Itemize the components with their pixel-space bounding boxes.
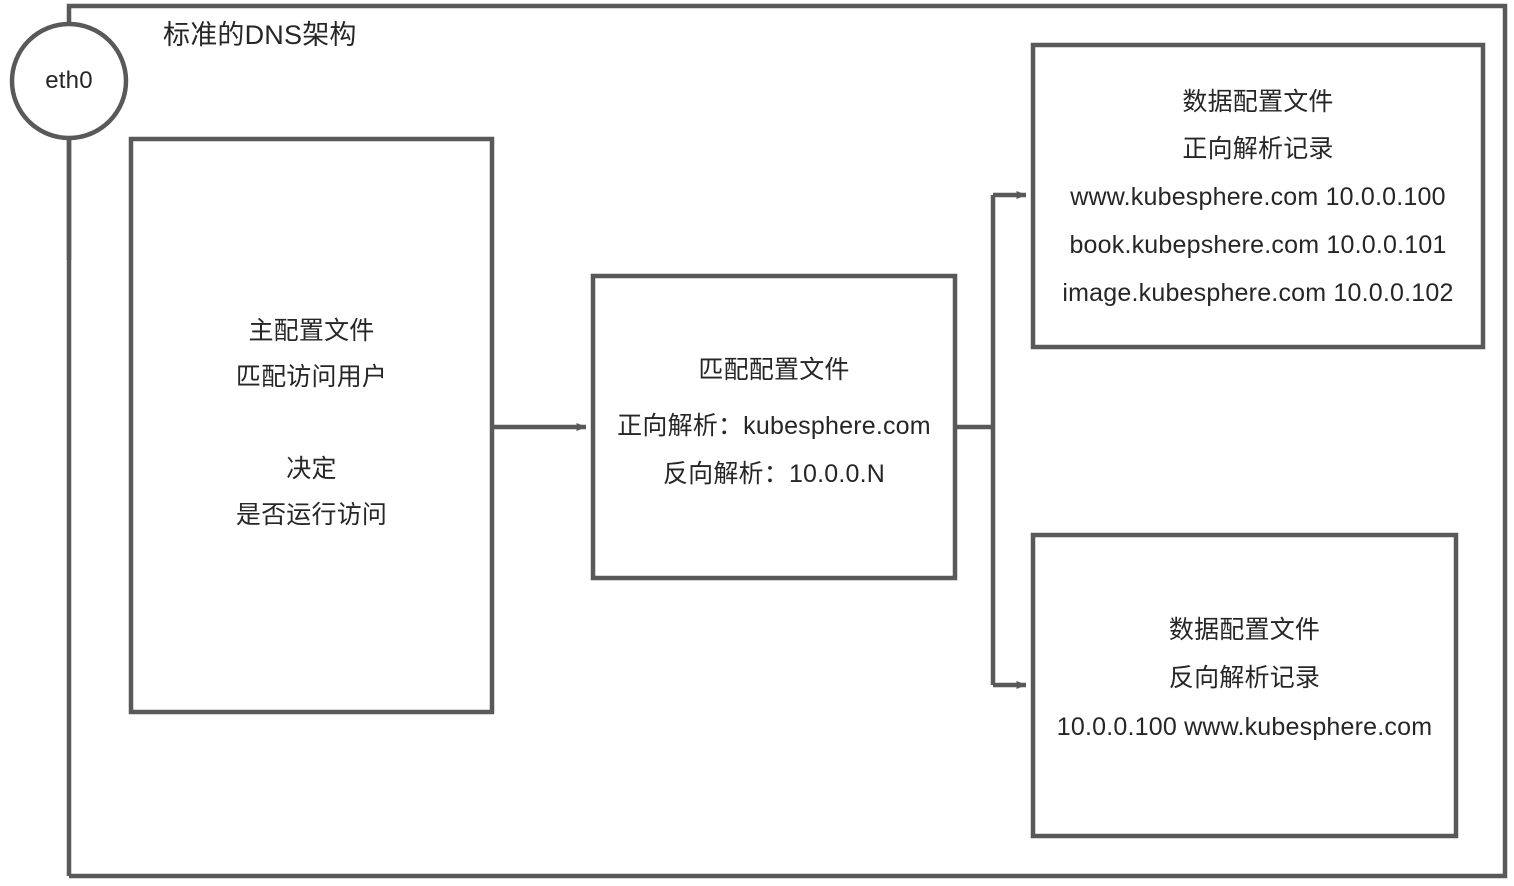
forward-zone-box: 数据配置文件 正向解析记录 www.kubesphere.com 10.0.0.…: [1033, 45, 1483, 347]
forward-zone-record-3: image.kubesphere.com 10.0.0.102: [1062, 279, 1454, 307]
reverse-zone-line-1: 数据配置文件: [1168, 616, 1321, 644]
eth0-node-label: eth0: [45, 67, 93, 94]
reverse-zone-box: 数据配置文件 反向解析记录 10.0.0.100 www.kubesphere.…: [1033, 535, 1456, 836]
match-config-line-1: 匹配配置文件: [698, 356, 850, 384]
diagram-title: 标准的DNS架构: [163, 20, 357, 50]
main-config-box: 主配置文件 匹配访问用户 决定 是否运行访问: [131, 139, 492, 712]
forward-zone-record-2: book.kubepshere.com 10.0.0.101: [1069, 231, 1447, 259]
match-config-line-3: 反向解析：10.0.0.N: [662, 460, 886, 488]
forward-zone-record-1: www.kubesphere.com 10.0.0.100: [1070, 183, 1446, 211]
main-config-line-3: 决定: [286, 455, 337, 483]
forward-zone-line-2: 正向解析记录: [1182, 135, 1334, 163]
match-config-line-2: 正向解析：kubesphere.com: [617, 412, 931, 440]
match-config-box: 匹配配置文件 正向解析：kubesphere.com 反向解析：10.0.0.N: [593, 276, 955, 578]
reverse-zone-record-1: 10.0.0.100 www.kubesphere.com: [1056, 713, 1433, 741]
main-config-line-4: 是否运行访问: [235, 501, 388, 529]
forward-zone-line-1: 数据配置文件: [1182, 88, 1334, 116]
main-config-line-1: 主配置文件: [248, 317, 375, 345]
main-config-line-2: 匹配访问用户: [235, 363, 388, 391]
reverse-zone-line-2: 反向解析记录: [1168, 664, 1321, 692]
